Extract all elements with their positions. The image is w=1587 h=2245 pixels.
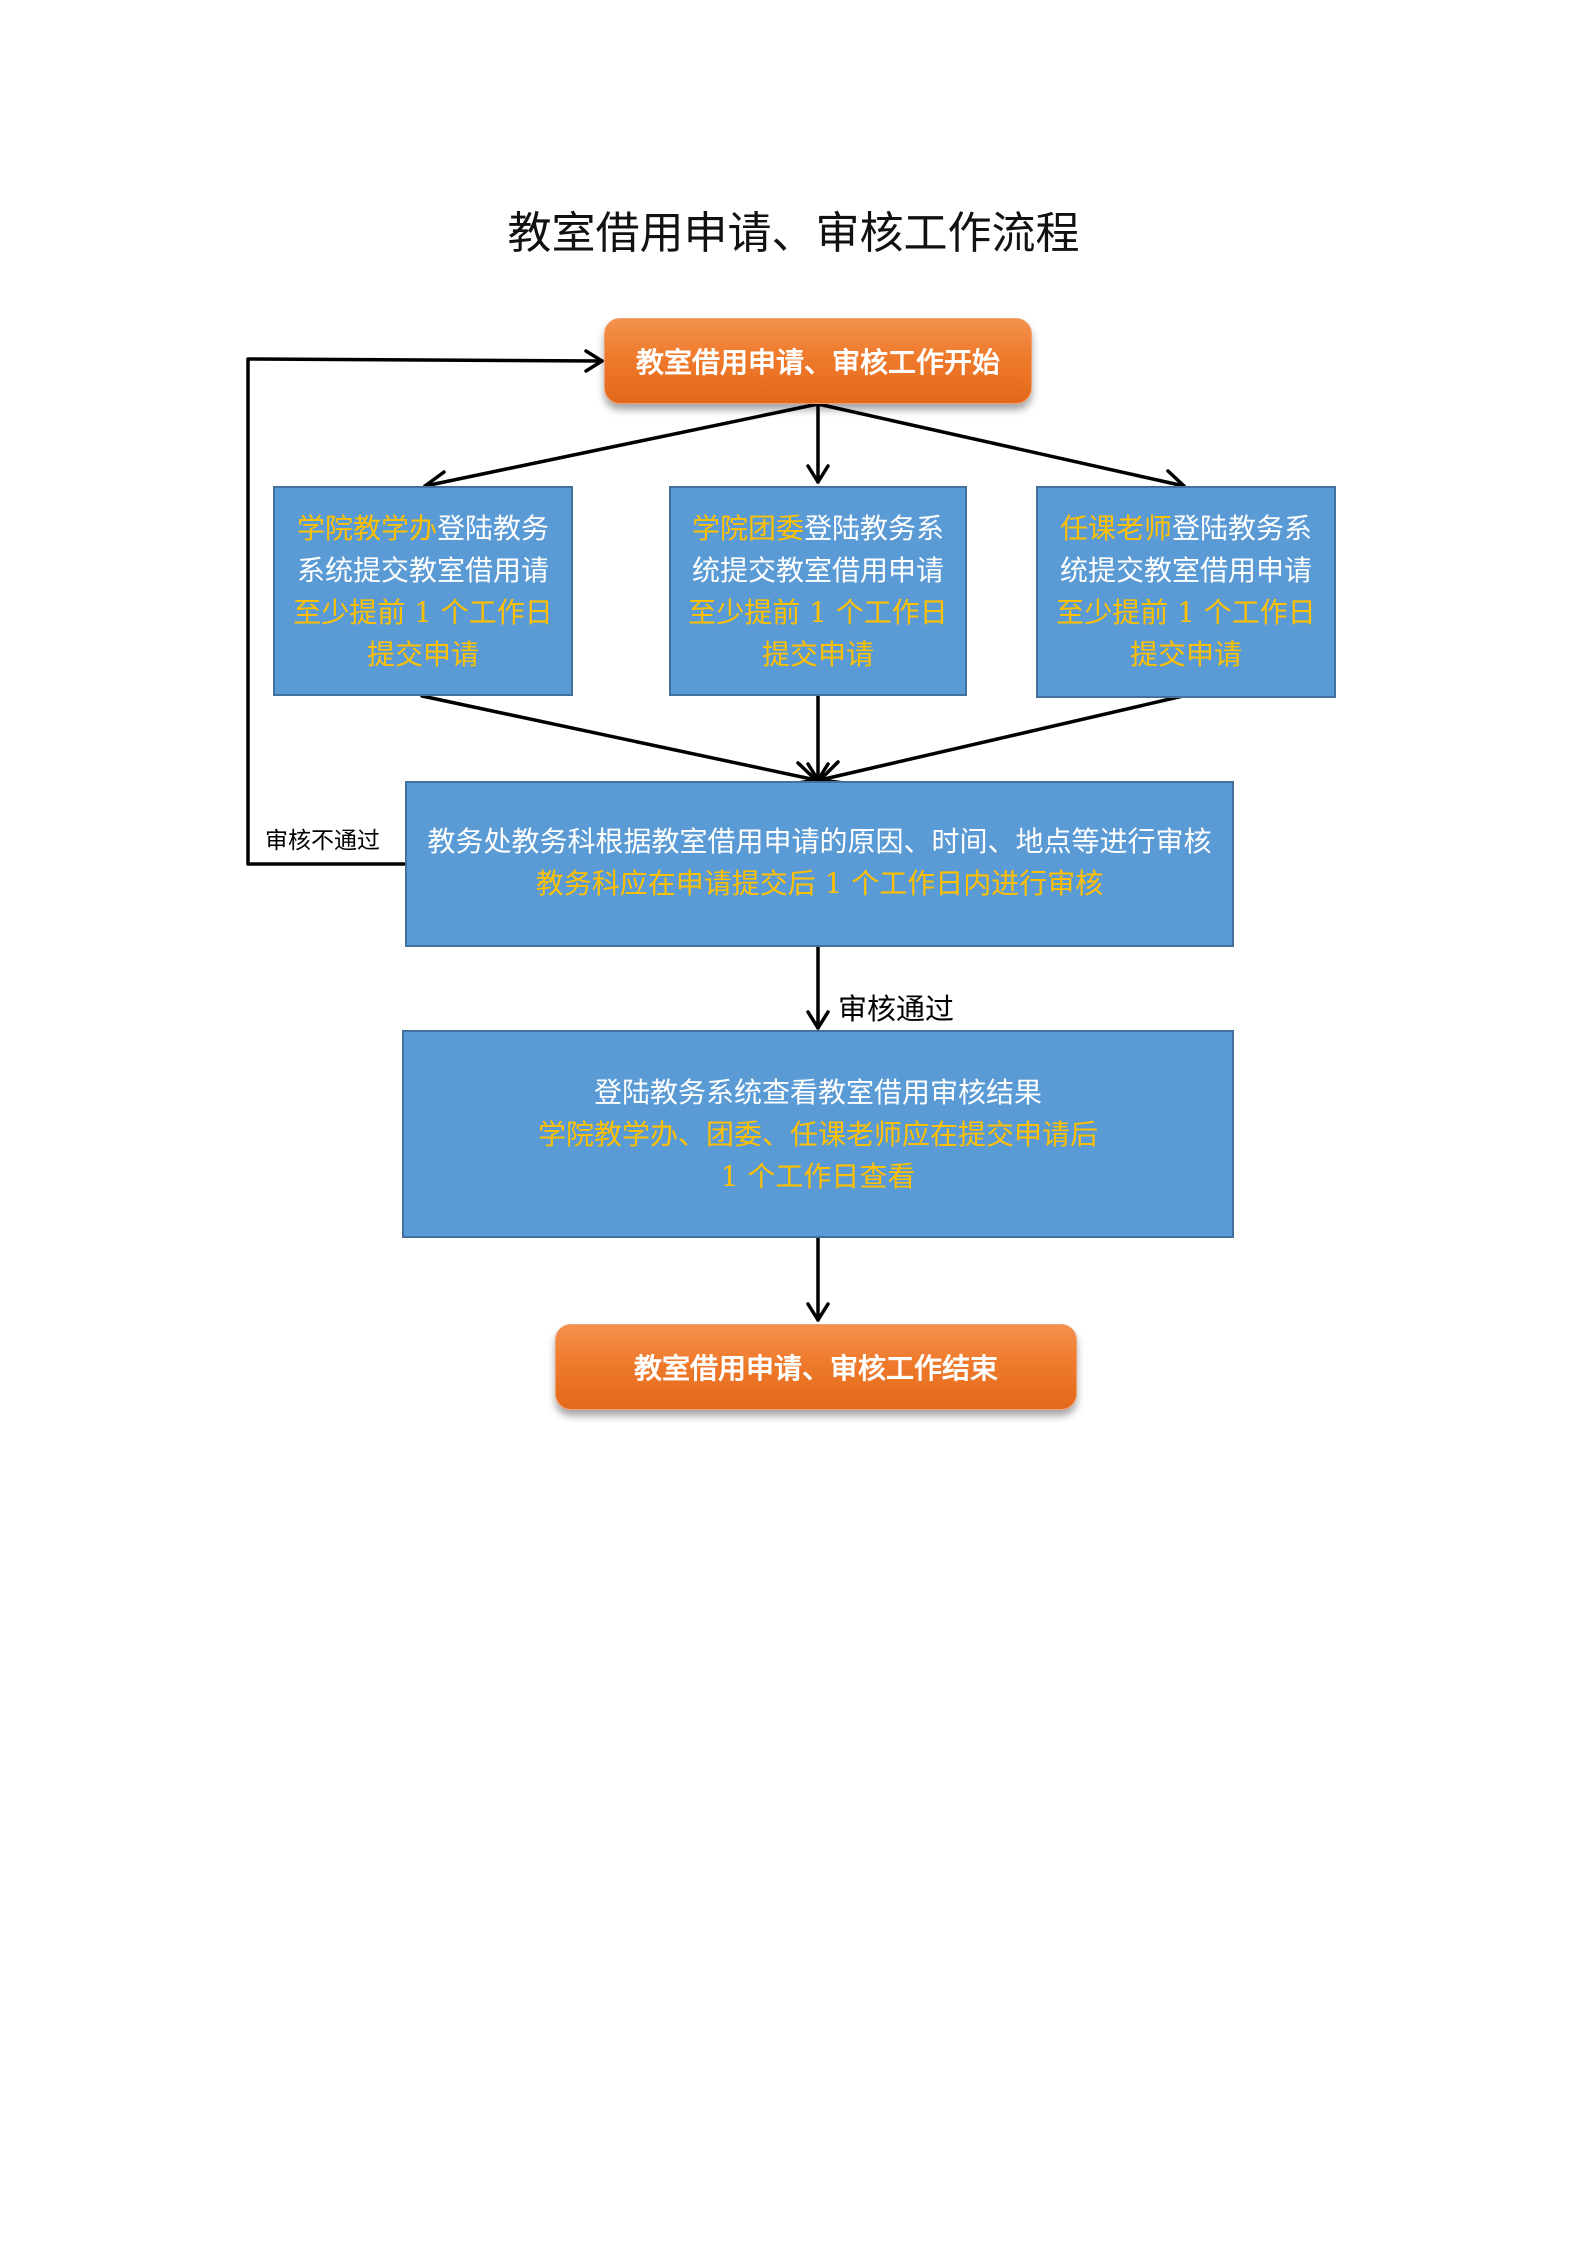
applicant-box-teacher: 任课老师登陆教务系 统提交教室借用申请 至少提前 1 个工作日 提交申请 [1036, 486, 1336, 698]
applicant-action: 登陆教务系 [1172, 512, 1313, 545]
end-label: 教室借用申请、审核工作结束 [633, 1352, 998, 1385]
arrow-head [806, 1010, 830, 1030]
applicant-deadline: 至少提前 1 个工作日 [1056, 596, 1316, 629]
arrow-start-to-teacher [816, 402, 1186, 488]
review-criteria: 教务处教务科根据教室借用申请的原因、时间、地点等进行审核 [427, 825, 1212, 858]
start-node: 教室借用申请、审核工作开始 [604, 318, 1032, 404]
applicant-box-office: 学院教学办登陆教务 系统提交教室借用请 至少提前 1 个工作日 提交申请 [273, 486, 573, 696]
applicant-deadline: 至少提前 1 个工作日 [688, 596, 948, 629]
applicant-role: 任课老师 [1059, 512, 1172, 545]
arrow-teacher-to-review [818, 694, 1185, 782]
reject-label: 审核不通过 [265, 828, 380, 854]
arrow-head [584, 349, 604, 373]
applicant-role: 学院团委 [691, 512, 804, 545]
applicant-submit: 提交申请 [1129, 638, 1242, 671]
arrow-head [806, 762, 830, 782]
applicant-action: 登陆教务 [437, 512, 550, 545]
result-deadline: 1 个工作日查看 [720, 1160, 916, 1193]
result-action: 登陆教务系统查看教室借用审核结果 [593, 1076, 1042, 1109]
applicant-deadline: 至少提前 1 个工作日 [293, 596, 553, 629]
applicant-line: 系统提交教室借用请 [296, 554, 549, 587]
result-box: 登陆教务系统查看教室借用审核结果 学院教学办、团委、任课老师应在提交申请后 1 … [402, 1030, 1234, 1238]
approve-label: 审核通过 [838, 992, 955, 1026]
start-label: 教室借用申请、审核工作开始 [635, 346, 1000, 379]
reject-loop-line [246, 357, 604, 866]
applicant-line: 统提交教室借用申请 [691, 554, 944, 587]
page-title: 教室借用申请、审核工作流程 [507, 208, 1080, 259]
end-node: 教室借用申请、审核工作结束 [555, 1324, 1077, 1410]
review-box: 教务处教务科根据教室借用申请的原因、时间、地点等进行审核 教务科应在申请提交后 … [405, 781, 1234, 947]
applicant-line: 统提交教室借用申请 [1059, 554, 1312, 587]
arrow-start-to-office [423, 402, 820, 488]
review-deadline: 教务科应在申请提交后 1 个工作日内进行审核 [535, 867, 1104, 900]
applicant-role: 学院教学办 [296, 512, 437, 545]
arrow-head [806, 464, 830, 484]
applicant-submit: 提交申请 [366, 638, 479, 671]
applicant-submit: 提交申请 [761, 638, 874, 671]
applicant-action: 登陆教务系 [804, 512, 945, 545]
arrow-office-to-review [420, 694, 818, 782]
result-who: 学院教学办、团委、任课老师应在提交申请后 [537, 1118, 1098, 1151]
arrow-head [806, 1302, 830, 1322]
applicant-box-league: 学院团委登陆教务系 统提交教室借用申请 至少提前 1 个工作日 提交申请 [669, 486, 967, 696]
